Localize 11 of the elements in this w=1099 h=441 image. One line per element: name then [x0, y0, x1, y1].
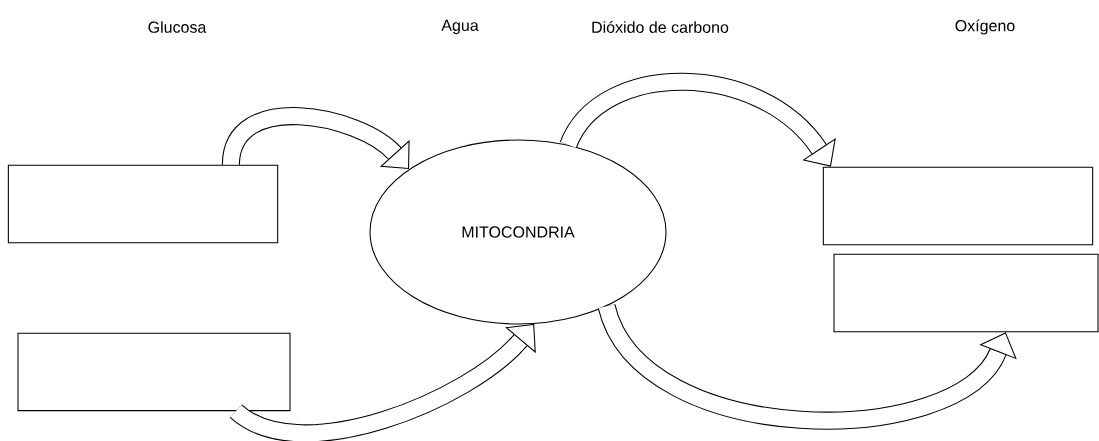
curved-arrow [221, 107, 410, 170]
word-label: Agua [441, 19, 479, 35]
word-label: Dióxido de carbono [592, 21, 729, 33]
answer-box [17, 332, 291, 412]
curved-arrow [598, 302, 1017, 430]
answer-box [7, 164, 279, 244]
curved-arrow [560, 72, 836, 167]
word-label: Glucosa [148, 21, 207, 33]
answer-box [833, 253, 1099, 333]
answer-box [822, 166, 1094, 246]
word-label: Oxígeno [955, 19, 1015, 35]
